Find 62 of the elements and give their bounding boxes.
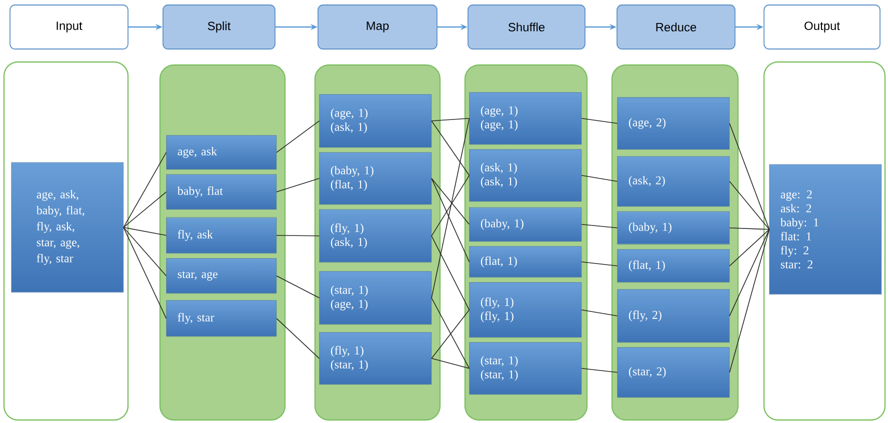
connector-line — [431, 178, 470, 225]
stage-box: Input — [10, 4, 128, 50]
connector-line — [729, 181, 770, 230]
connector-line — [431, 175, 470, 236]
data-box: (fly, 2) — [617, 289, 730, 343]
data-box: (star, 1) (age, 1) — [319, 271, 432, 325]
data-box: (star, 1) (star, 1) — [469, 342, 582, 395]
connector-line — [431, 298, 470, 369]
data-box: (flat, 1) — [469, 246, 582, 278]
connector-line — [276, 178, 320, 192]
connector-line — [431, 118, 470, 122]
connector-line — [729, 123, 770, 230]
stage-box: Split — [162, 4, 276, 50]
connector-line — [581, 175, 618, 182]
stage-box: Output — [764, 4, 880, 50]
connector-line — [431, 178, 470, 262]
connector-line — [123, 227, 167, 319]
connector-line — [123, 152, 167, 228]
data-box: (baby, 1) (flat, 1) — [319, 152, 432, 205]
connector-line — [581, 368, 618, 373]
data-box: age: 2 ask: 2 baby: 1 flat: 1 fly: 2 star: 2 — [769, 164, 882, 295]
connector-line — [276, 318, 320, 359]
data-box: (ask, 1) (ask, 1) — [469, 149, 582, 202]
stage-box: Map — [318, 4, 438, 50]
data-box: (age, 1) (ask, 1) — [319, 94, 432, 148]
connector-line — [431, 358, 470, 369]
data-box: (age, 2) — [617, 97, 730, 150]
connector-line — [431, 310, 470, 359]
data-box: (fly, 1) (ask, 1) — [319, 209, 432, 263]
data-box: fly, ask — [166, 217, 277, 254]
connector-line — [581, 262, 618, 266]
data-box: (fly, 1) (star, 1) — [319, 332, 432, 385]
data-box: (age, 1) (age, 1) — [469, 92, 582, 145]
data-box: (baby, 1) — [469, 207, 582, 242]
connector-line — [123, 227, 167, 236]
data-box: (baby, 1) — [617, 211, 730, 245]
data-box: star, age — [166, 258, 277, 294]
data-box: age, ask — [166, 135, 277, 170]
connector-line — [581, 224, 618, 228]
connector-line — [123, 192, 167, 228]
stage-box: Reduce — [616, 4, 736, 50]
data-box: fly, star — [166, 300, 277, 337]
connector-line — [431, 120, 470, 176]
data-box: (ask, 2) — [617, 156, 730, 207]
data-box: (flat, 1) — [617, 249, 730, 283]
connector-line — [431, 236, 470, 310]
connector-line — [729, 229, 770, 266]
connector-line — [123, 227, 167, 276]
data-box: (star, 2) — [617, 347, 730, 398]
connector-line — [276, 120, 320, 153]
data-box: baby, flat — [166, 174, 277, 210]
data-box: (fly, 1) (fly, 1) — [469, 282, 582, 338]
connector-line — [581, 310, 618, 316]
connector-line — [729, 229, 770, 373]
connector-line — [581, 118, 618, 124]
connector-line — [431, 118, 470, 298]
connector-line — [276, 276, 320, 298]
connector-line — [729, 229, 770, 316]
connector-line — [276, 235, 320, 236]
stage-box: Shuffle — [468, 4, 586, 50]
data-box: age, ask, baby, flat, fly, ask, star, age, fly, star — [11, 162, 124, 293]
connector-line — [729, 228, 770, 230]
